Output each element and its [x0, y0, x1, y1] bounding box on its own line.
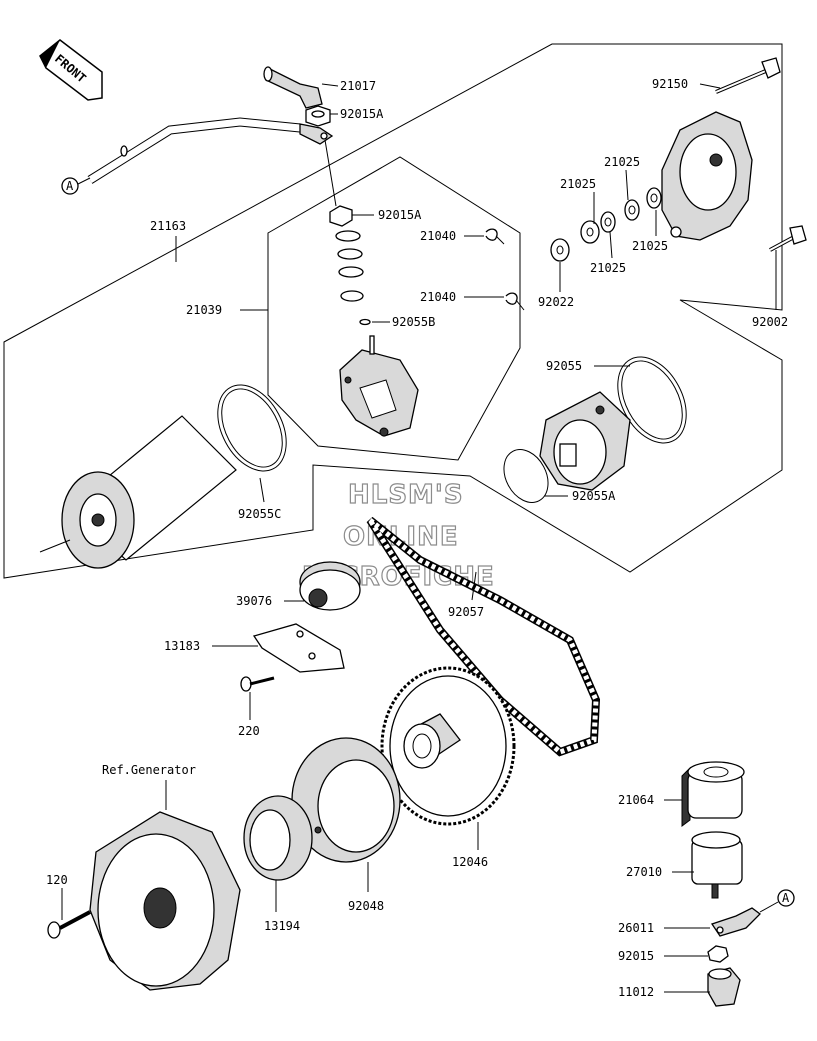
- label-92022: 92022: [538, 295, 574, 309]
- bolt-92002: [769, 225, 807, 252]
- label-21025-c: 21025: [632, 239, 668, 253]
- bolt-92150: [715, 57, 781, 94]
- brush-holder-group-outline: [267, 156, 521, 461]
- label-92055B: 92055B: [392, 315, 435, 329]
- nut-92015A-top: [305, 105, 331, 127]
- label-92055A: 92055A: [572, 489, 616, 503]
- label-12046: 12046: [452, 855, 488, 869]
- drive-chain-92057: [366, 516, 601, 757]
- end-cover: [661, 111, 753, 241]
- cap-11012: [707, 967, 741, 1007]
- label-92048: 92048: [348, 899, 384, 913]
- connector-A-top-label: A: [66, 179, 74, 193]
- label-13183: 13183: [164, 639, 200, 653]
- spring-21040-b: [505, 292, 525, 311]
- label-21017: 21017: [340, 79, 376, 93]
- label-21040-b: 21040: [420, 290, 456, 304]
- label-21025-b: 21025: [560, 177, 596, 191]
- o-ring-92055C: [217, 384, 287, 472]
- label-92002: 92002: [752, 315, 788, 329]
- brush-holder-21039: [339, 335, 419, 437]
- label-21064: 21064: [618, 793, 654, 807]
- connector-A-bottom-label: A: [782, 891, 790, 905]
- o-ring-92055A: [503, 449, 549, 503]
- terminal-26011: [710, 907, 761, 937]
- plate-13183: [252, 623, 345, 673]
- label-92015A-mid: 92015A: [378, 208, 422, 222]
- relay-27010: [691, 831, 743, 899]
- label-120: 120: [46, 873, 68, 887]
- starter-motor-group-outline: [3, 43, 783, 579]
- bolt-120: [47, 910, 91, 939]
- label-26011: 26011: [618, 921, 654, 935]
- screw-220: [240, 676, 275, 692]
- part-labels: 21017 92015A 21163 92015A 21040 21039 21…: [46, 77, 788, 999]
- label-ref-generator: Ref.Generator: [102, 763, 196, 777]
- label-92057: 92057: [448, 605, 484, 619]
- label-220: 220: [238, 724, 260, 738]
- connector-A-top: A: [61, 177, 79, 195]
- label-27010: 27010: [626, 865, 662, 879]
- label-21163: 21163: [150, 219, 186, 233]
- starter-cable: [87, 117, 334, 184]
- label-13194: 13194: [264, 919, 300, 933]
- nut-92015A-mid: [329, 205, 353, 227]
- terminal-cap-21017: [263, 66, 323, 109]
- o-ring-92055: [617, 356, 687, 444]
- shim-washers-21025: [580, 187, 662, 244]
- label-92015A-top: 92015A: [340, 107, 384, 121]
- spring-21040-a: [485, 228, 505, 245]
- clutch-housing-92048: [291, 737, 401, 863]
- connector-A-bottom: A: [777, 889, 795, 907]
- label-21040-a: 21040: [420, 229, 456, 243]
- idler-gear-39076: [299, 561, 361, 611]
- nut-92015: [707, 945, 729, 963]
- label-21025-a: 21025: [604, 155, 640, 169]
- front-cover: [539, 391, 631, 491]
- watermark-line-1: HLSM'S: [348, 480, 464, 510]
- label-92055C: 92055C: [238, 507, 281, 521]
- label-92150: 92150: [652, 77, 688, 91]
- bearing: [403, 713, 461, 769]
- relay-cover-21064: [681, 761, 745, 827]
- leader-lines: [61, 83, 777, 993]
- washer-stack: [335, 230, 371, 326]
- label-92015: 92015: [618, 949, 654, 963]
- washer-92022: [550, 238, 570, 262]
- label-11012: 11012: [618, 985, 654, 999]
- generator-rotor: [89, 811, 241, 991]
- front-direction-badge: FRONT: [39, 39, 103, 101]
- label-39076: 39076: [236, 594, 272, 608]
- label-92055: 92055: [546, 359, 582, 373]
- yoke-housing: [39, 415, 237, 569]
- label-21039: 21039: [186, 303, 222, 317]
- one-way-clutch-13194: [243, 795, 313, 881]
- label-21025-d: 21025: [590, 261, 626, 275]
